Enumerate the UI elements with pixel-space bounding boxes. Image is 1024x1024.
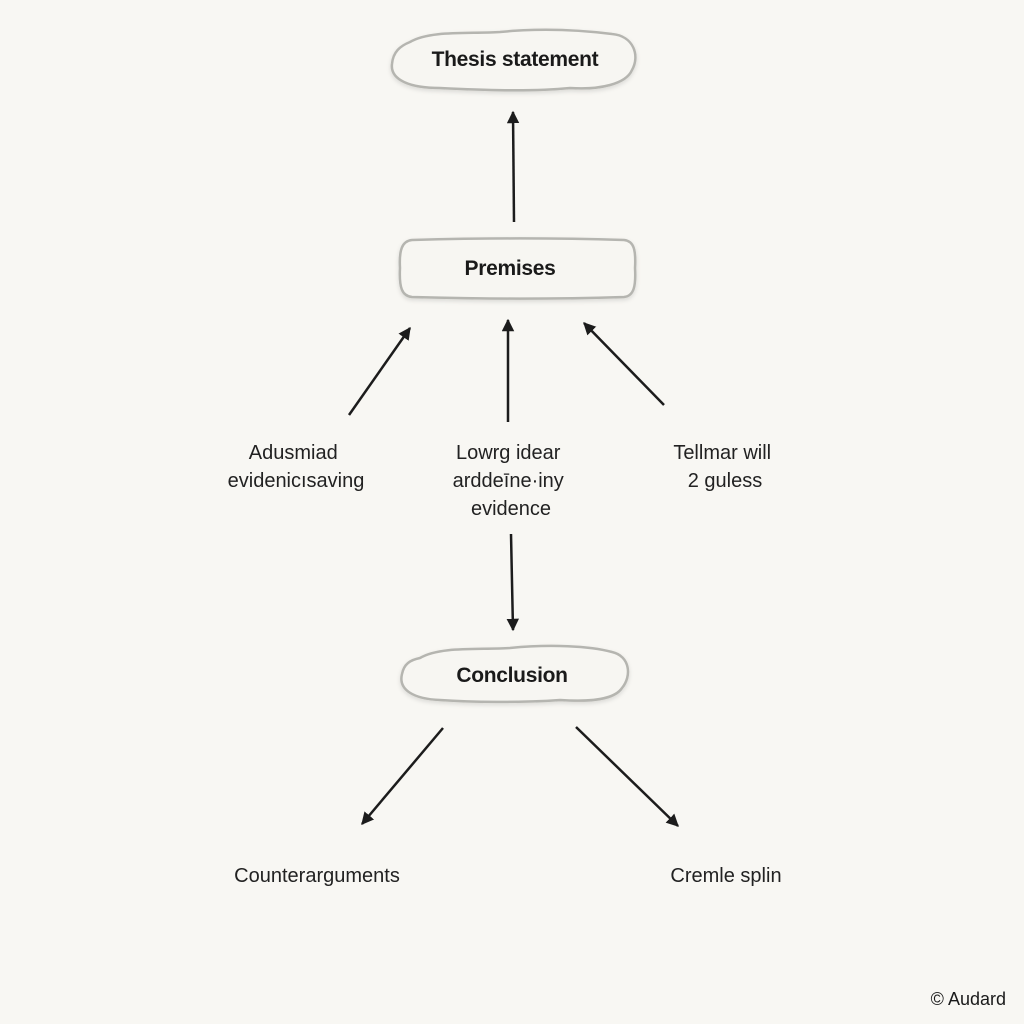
right-outcome-label: Cremle splin <box>670 865 781 887</box>
premises-label: Premises <box>464 257 555 280</box>
left-evidence-label: Adusmiad evidenicısaving <box>228 442 365 492</box>
thesis-label: Thesis statement <box>432 48 599 71</box>
arrow-left-evidence-to-premises <box>347 326 412 416</box>
arrow-right-evidence-to-premises <box>583 322 665 406</box>
left-evidence-line-2: evidenicısaving <box>228 470 365 492</box>
premises-node: Premises <box>398 237 637 300</box>
right-evidence-line-2: 2 guless <box>688 470 763 492</box>
right-evidence-line-1: Tellmar will <box>673 442 771 464</box>
center-evidence-line-3: evidence <box>471 498 551 520</box>
arrow-conclusion-to-right-outcome <box>575 726 679 827</box>
conclusion-label: Conclusion <box>456 664 567 687</box>
arrow-evidence-to-conclusion <box>506 533 520 632</box>
thesis-node: Thesis statement <box>390 28 637 92</box>
arrow-conclusion-to-counterarguments <box>361 727 444 825</box>
left-evidence-line-1: Adusmiad <box>249 442 338 464</box>
center-evidence-line-1: Lowrg idear <box>456 442 561 464</box>
copyright-label: © Audard <box>931 989 1006 1009</box>
center-evidence-line-2: arddeīne·iny <box>453 470 564 492</box>
center-evidence-label: Lowrg idear arddeīne·iny evidence <box>453 442 570 520</box>
arrow-premises-to-thesis <box>506 110 520 223</box>
conclusion-node: Conclusion <box>400 644 630 704</box>
counterarguments-label: Counterarguments <box>234 865 400 887</box>
right-evidence-label: Tellmar will 2 guless <box>673 442 776 492</box>
